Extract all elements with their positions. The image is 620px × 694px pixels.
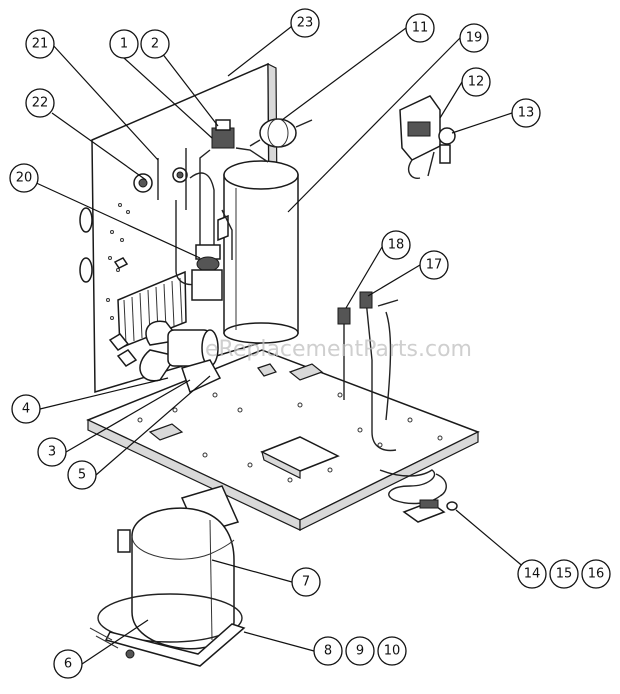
callout-10: 10: [377, 636, 407, 666]
callout-21: 21: [25, 29, 55, 59]
callout-13-label: 13: [518, 106, 535, 121]
watermark-text: eReplacementParts.com: [205, 337, 472, 362]
callout-12: 12: [461, 67, 491, 97]
condenser-fan: [108, 320, 222, 394]
suction-piping: [337, 291, 458, 523]
callout-22-label: 22: [32, 96, 49, 111]
callout-6-label: 6: [64, 657, 72, 672]
callout-4-label: 4: [22, 402, 30, 417]
callout-3: 3: [37, 437, 67, 467]
callout-10-label: 10: [384, 644, 401, 659]
solenoid-valve: [199, 119, 269, 250]
callout-14-label: 14: [524, 567, 541, 582]
callout-7: 7: [291, 567, 321, 597]
leader-lines: [31, 22, 533, 665]
compressor: [89, 485, 246, 667]
callout-17-label: 17: [426, 258, 443, 273]
callout-11-label: 11: [412, 21, 429, 36]
callout-9: 9: [345, 636, 375, 666]
callout-23: 23: [290, 8, 320, 38]
callout-1-label: 1: [120, 37, 128, 52]
callout-13: 13: [511, 98, 541, 128]
expansion-valve: [191, 244, 223, 301]
hand-valve-left: [133, 148, 188, 210]
callout-6: 6: [53, 649, 83, 679]
callout-15-label: 15: [556, 567, 573, 582]
callout-20: 20: [9, 163, 39, 193]
callout-3-label: 3: [48, 445, 56, 460]
filter-drier: [249, 118, 313, 148]
water-valve: [399, 95, 456, 179]
callout-8-label: 8: [324, 644, 332, 659]
callout-22: 22: [25, 88, 55, 118]
callout-16-label: 16: [588, 567, 605, 582]
callout-4: 4: [11, 394, 41, 424]
callout-8: 8: [313, 636, 343, 666]
callout-9-label: 9: [356, 644, 364, 659]
callout-2: 2: [140, 29, 170, 59]
callout-15: 15: [549, 559, 579, 589]
callout-19: 19: [459, 23, 489, 53]
callout-17: 17: [419, 250, 449, 280]
callout-5-label: 5: [78, 468, 86, 483]
callout-20-label: 20: [16, 171, 33, 186]
receiver-tank: [217, 160, 299, 344]
callout-18: 18: [381, 230, 411, 260]
callout-14: 14: [517, 559, 547, 589]
callout-16: 16: [581, 559, 611, 589]
callout-21-label: 21: [32, 37, 49, 52]
callout-18-label: 18: [388, 238, 405, 253]
base-plate: [86, 349, 480, 531]
callout-1: 1: [109, 29, 139, 59]
callout-23-label: 23: [297, 16, 314, 31]
callout-2-label: 2: [151, 37, 159, 52]
callout-7-label: 7: [302, 575, 310, 590]
callout-12-label: 12: [468, 75, 485, 90]
callout-5: 5: [67, 460, 97, 490]
callout-11: 11: [405, 13, 435, 43]
callout-19-label: 19: [466, 31, 483, 46]
